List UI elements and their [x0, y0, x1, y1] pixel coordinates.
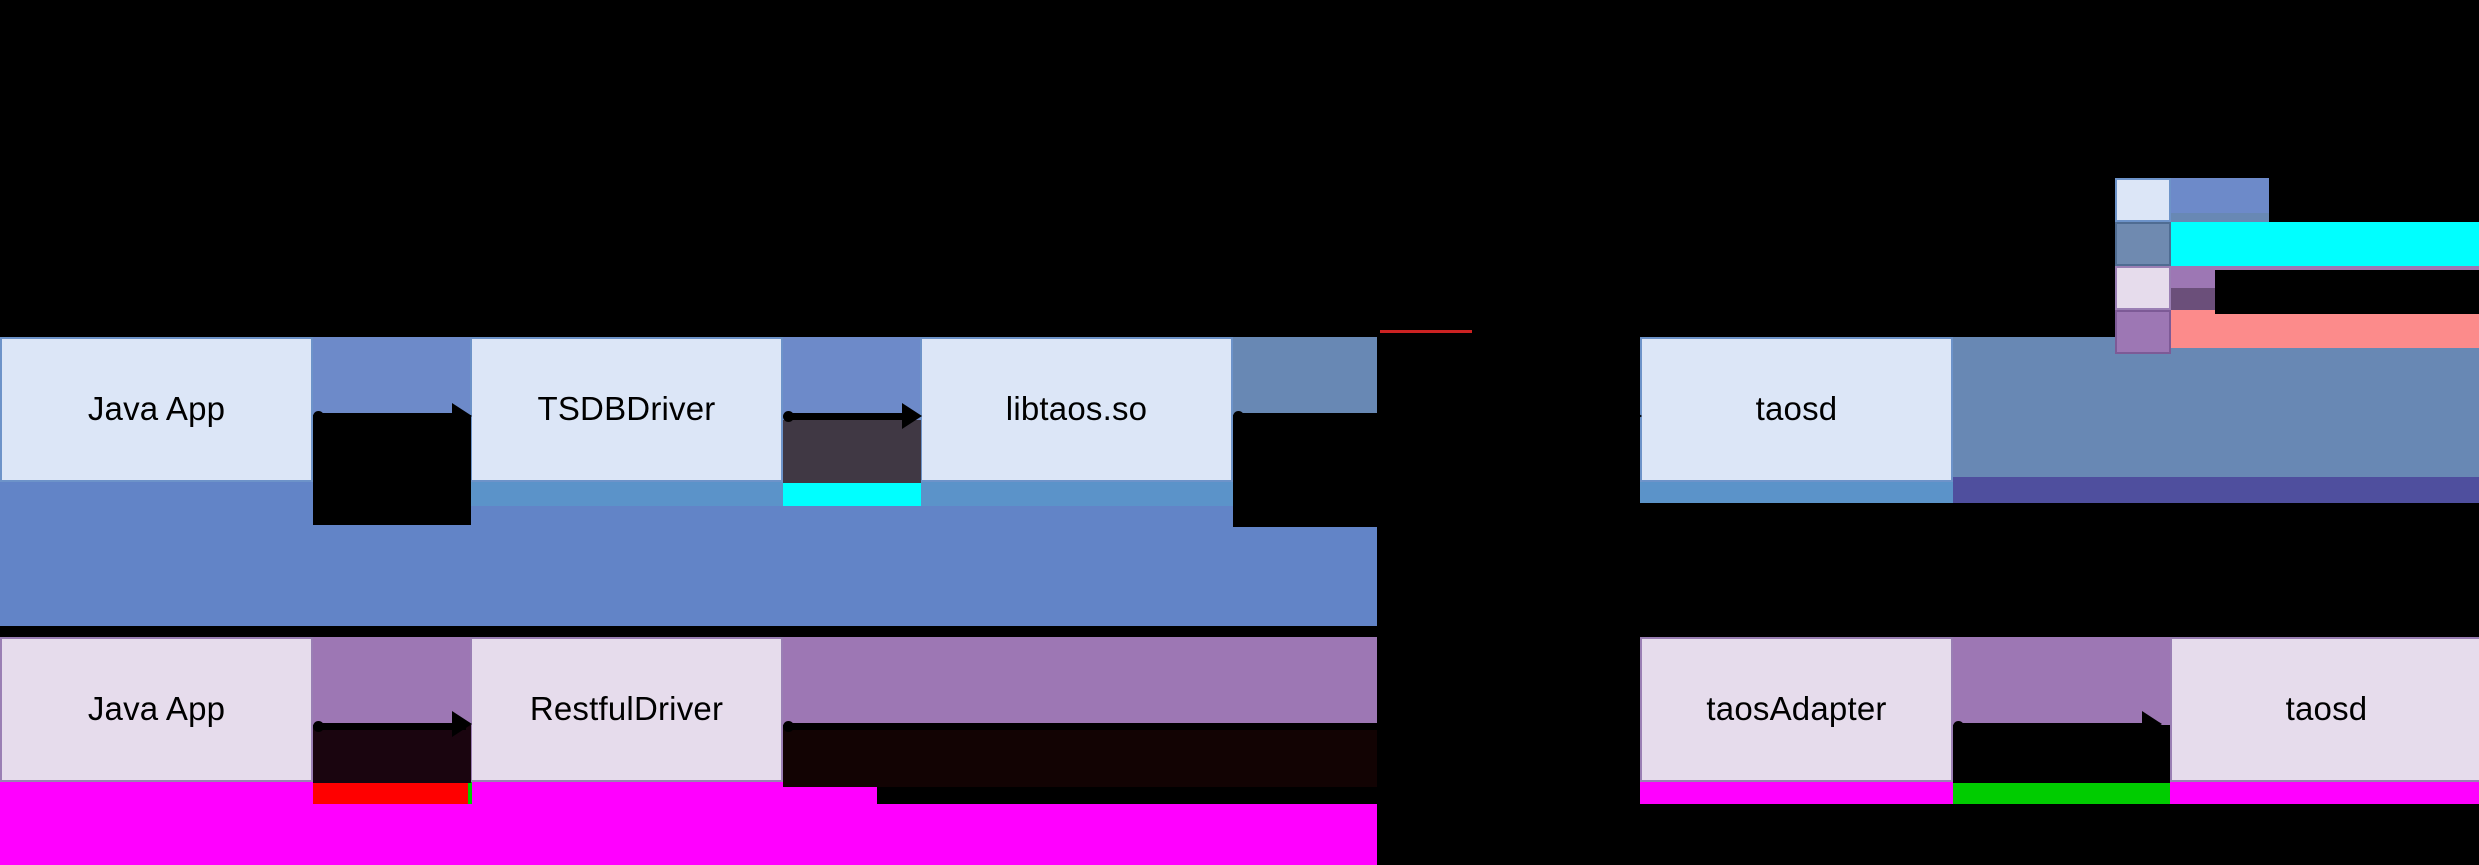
- connector-javaapp-tsdbdriver: [318, 413, 466, 420]
- connector-start-dot-4: [313, 721, 324, 732]
- occlusion-rest-connector-3: [1953, 725, 2170, 783]
- node-label: RestfulDriver: [529, 690, 724, 728]
- node-label: Java App: [87, 390, 226, 428]
- node-taosadapter[interactable]: taosAdapter: [1640, 637, 1953, 782]
- native-strip-mid: [470, 482, 783, 506]
- native-strip-left: [0, 482, 313, 506]
- rest-strip-left: [0, 782, 313, 804]
- rest-strip-red: [313, 782, 468, 804]
- rest-strip-taosadapter: [1640, 782, 1953, 804]
- occlusion-rest-right-gap: [1377, 630, 1640, 810]
- occlusion-native-right-gap: [1377, 330, 1640, 526]
- node-java-app-rest[interactable]: Java App: [0, 637, 313, 782]
- legend-row-2-band: [2171, 222, 2479, 266]
- arrowhead-2: [902, 403, 922, 429]
- occlusion-rest-connector-1: [313, 725, 471, 783]
- connector-start-dot-5: [783, 721, 794, 732]
- occlusion-legend-label-1: [2269, 178, 2479, 222]
- native-strip-right: [921, 482, 1233, 506]
- rest-strip-taosd: [2170, 782, 2479, 804]
- occlusion-native-connector-1: [313, 415, 471, 525]
- rest-strip-green-1: [468, 782, 472, 804]
- node-libtaos-so[interactable]: libtaos.so: [920, 337, 1233, 482]
- node-label: taosd: [1755, 390, 1838, 428]
- connector-tsdbdriver-libtaos: [788, 413, 916, 420]
- arrowhead-3: [1622, 403, 1642, 429]
- node-label: taosAdapter: [1706, 690, 1887, 728]
- arrowhead-6: [2142, 711, 2162, 737]
- legend-swatch-rest-band: [2115, 310, 2171, 354]
- connector-start-dot-1: [313, 411, 324, 422]
- native-strip-cyan: [783, 482, 921, 508]
- node-label: libtaos.so: [1005, 390, 1148, 428]
- native-connection-slab: [0, 506, 1377, 626]
- rest-band-segment-1: [313, 637, 471, 729]
- legend-swatch-native-node: [2115, 178, 2171, 222]
- occlusion-native-connector-3: [1233, 415, 1381, 527]
- arrowhead-1: [452, 403, 472, 429]
- connector-start-dot-3: [1233, 411, 1244, 422]
- boundary-line-red-top: [1380, 330, 1472, 333]
- legend-row-1-band: [2171, 178, 2269, 213]
- node-label: taosd: [2285, 690, 2368, 728]
- connector-taosadapter-taosd: [1958, 723, 2156, 730]
- occlusion-native-connector-2: [783, 420, 921, 483]
- connector-start-dot-6: [1953, 721, 1964, 732]
- legend-container: [2115, 178, 2479, 354]
- node-restfuldriver[interactable]: RestfulDriver: [470, 637, 783, 782]
- rest-connection-slab: [0, 804, 1377, 865]
- occlusion-legend-label-3: [2215, 270, 2479, 314]
- rest-band-segment-2: [783, 637, 1377, 729]
- node-tsdbdriver[interactable]: TSDBDriver: [470, 337, 783, 482]
- rest-strip-mid: [472, 782, 877, 804]
- rest-strip-green-2: [1953, 782, 2170, 804]
- connector-restfuldriver-taosadapter: [788, 723, 1633, 730]
- rest-band-segment-3: [1953, 637, 2170, 729]
- arrowhead-4: [452, 711, 472, 737]
- connector-start-dot-2: [783, 411, 794, 422]
- node-label: TSDBDriver: [537, 390, 716, 428]
- native-band-segment-4: [1953, 337, 2479, 477]
- node-label: Java App: [87, 690, 226, 728]
- node-java-app-native[interactable]: Java App: [0, 337, 313, 482]
- connector-javaapp-restfuldriver: [318, 723, 466, 730]
- native-strip-indigo: [1953, 477, 2479, 503]
- occlusion-rest-connector-2: [783, 725, 1377, 787]
- legend-swatch-rest-node: [2115, 266, 2171, 310]
- node-taosd-native[interactable]: taosd: [1640, 337, 1953, 482]
- arrowhead-5: [1620, 711, 1640, 737]
- legend-swatch-native-band: [2115, 222, 2171, 266]
- legend-row-4-band: [2171, 310, 2479, 348]
- connector-libtaos-taosd: [1238, 413, 1636, 420]
- node-taosd-rest[interactable]: taosd: [2170, 637, 2479, 782]
